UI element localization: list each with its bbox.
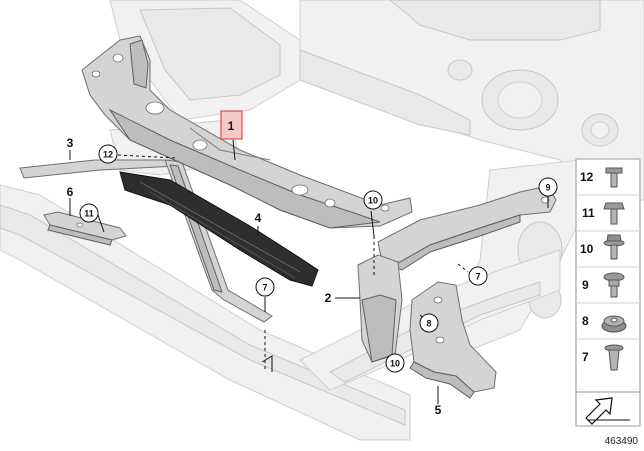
callout-1[interactable]: 1 <box>220 110 243 140</box>
part-1-front-carrier[interactable] <box>81 35 413 229</box>
reference-number: 463490 <box>605 436 639 447</box>
svg-text:5: 5 <box>435 403 442 417</box>
part-2-side-holder[interactable] <box>357 185 557 363</box>
fastener-legend: 12 11 10 9 <box>575 158 641 427</box>
flange-screw-icon <box>605 167 623 188</box>
svg-text:6: 6 <box>67 185 74 199</box>
legend-item-9[interactable]: 9 <box>582 272 625 298</box>
svg-text:10: 10 <box>390 359 400 369</box>
collar-bolt-icon <box>603 272 625 298</box>
callout-8[interactable]: 8 <box>419 313 439 333</box>
callout-7-right[interactable]: 7 <box>468 266 488 286</box>
svg-text:2: 2 <box>325 291 332 305</box>
vehicle-body-outline <box>0 0 644 441</box>
legend-item-11[interactable]: 11 <box>582 202 625 225</box>
legend-item-7[interactable]: 7 <box>582 344 624 371</box>
callout-3[interactable]: 3 <box>67 136 74 150</box>
svg-text:11: 11 <box>84 209 94 219</box>
svg-text:8: 8 <box>582 314 589 328</box>
svg-text:3: 3 <box>67 136 74 150</box>
svg-text:8: 8 <box>426 319 431 329</box>
callout-7-left[interactable]: 7 <box>255 277 275 297</box>
svg-text:7: 7 <box>582 350 589 364</box>
legend-item-8[interactable]: 8 <box>582 314 627 333</box>
svg-text:10: 10 <box>580 242 594 256</box>
callout-9[interactable]: 9 <box>538 177 558 197</box>
svg-text:11: 11 <box>582 206 595 220</box>
expanding-rivet-icon <box>604 344 624 371</box>
callout-6[interactable]: 6 <box>67 185 74 199</box>
svg-text:7: 7 <box>475 272 480 282</box>
hex-nut-icon <box>601 315 627 333</box>
callout-5[interactable]: 5 <box>435 403 442 417</box>
part-5-lower-bracket[interactable] <box>409 281 497 399</box>
legend-item-12[interactable]: 12 <box>580 167 623 188</box>
direction-arrow-icon <box>575 391 641 427</box>
svg-text:1: 1 <box>228 119 235 133</box>
callout-2[interactable]: 2 <box>325 291 332 305</box>
part-6-bracket[interactable] <box>43 211 127 246</box>
callout-10-lower[interactable]: 10 <box>385 353 405 373</box>
legend-item-10[interactable]: 10 <box>580 234 625 260</box>
hex-bolt-washer-icon <box>603 234 625 260</box>
svg-text:7: 7 <box>262 283 267 293</box>
callout-4[interactable]: 4 <box>255 211 262 225</box>
svg-text:9: 9 <box>545 183 550 193</box>
callout-12[interactable]: 12 <box>98 144 118 164</box>
leader-lines <box>69 139 549 404</box>
callout-10-upper[interactable]: 10 <box>363 190 383 210</box>
callout-11[interactable]: 11 <box>79 203 99 223</box>
svg-text:10: 10 <box>368 196 378 206</box>
svg-text:9: 9 <box>582 278 589 292</box>
part-4-air-duct[interactable] <box>119 171 319 287</box>
hex-bolt-icon <box>603 202 625 225</box>
svg-text:12: 12 <box>103 150 113 160</box>
svg-text:4: 4 <box>255 211 262 225</box>
svg-text:12: 12 <box>580 170 594 184</box>
